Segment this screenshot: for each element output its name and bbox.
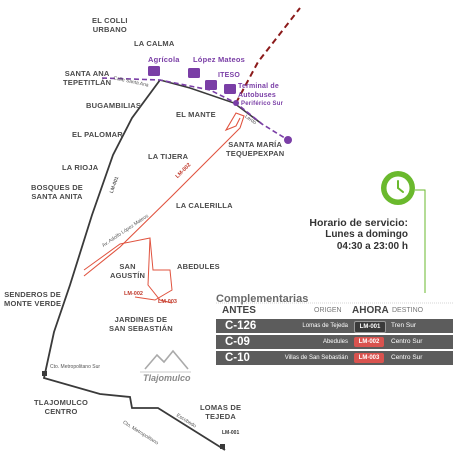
clock-icon bbox=[397, 180, 404, 193]
comp-row-origin: Villas de San Sebastián bbox=[284, 355, 348, 361]
label-la-calma: LA CALMA bbox=[134, 39, 175, 48]
header-ahora: AHORA bbox=[352, 305, 389, 316]
stop-marker-left bbox=[42, 371, 47, 376]
schedule-title: Horario de servicio: bbox=[309, 217, 408, 229]
comp-row-origin: Lomas de Tejeda bbox=[302, 323, 348, 329]
comp-row-code: C-126 bbox=[225, 320, 257, 332]
route-lm002-line bbox=[83, 112, 245, 277]
header-antes: ANTES bbox=[222, 305, 256, 316]
station-terminal-label[interactable]: Terminal de Autobuses bbox=[238, 83, 279, 99]
comp-row-c126[interactable]: C-126 Lomas de Tejeda LM-001 Tren Sur bbox=[216, 319, 453, 333]
station-dot-mante[interactable] bbox=[233, 100, 239, 106]
route-lm002-label: LM-002 bbox=[124, 291, 143, 297]
label-la-calerilla: LA CALERILLA bbox=[176, 201, 233, 210]
station-periferico-label[interactable]: Periférico Sur bbox=[241, 101, 284, 107]
comp-row-code: C-10 bbox=[225, 352, 250, 364]
label-lomas: LOMAS DE TEJEDA bbox=[200, 403, 242, 421]
label-la-tijera: LA TIJERA bbox=[148, 152, 189, 161]
comp-row-destination: Centro Sur bbox=[391, 338, 423, 345]
label-bugambilias: BUGAMBILIAS bbox=[86, 101, 142, 110]
comp-row-badge: LM-002 bbox=[354, 337, 384, 347]
comp-row-badge: LM-001 bbox=[354, 321, 386, 333]
comp-row-destination: Tren Sur bbox=[391, 322, 417, 329]
label-el-palomar: EL PALOMAR bbox=[72, 130, 123, 139]
label-san-agustin: SAN AGUSTÍN bbox=[110, 262, 146, 280]
station-lopez-label[interactable]: López Mateos bbox=[193, 55, 245, 64]
comp-row-badge: LM-003 bbox=[354, 353, 384, 363]
comp-row-origin: Abedules bbox=[322, 339, 348, 345]
route-lm003-branch bbox=[147, 237, 173, 304]
label-abedules: ABEDULES bbox=[177, 262, 220, 271]
comp-row-c10[interactable]: C-10 Villas de San Sebastián LM-003 Cent… bbox=[216, 351, 453, 365]
header-origen: ORIGEN bbox=[314, 307, 342, 314]
schedule-days: Lunes a domingo bbox=[325, 229, 408, 240]
route-lm003-label: LM-003 bbox=[158, 299, 177, 305]
stop-marker-bottom bbox=[220, 444, 225, 449]
comp-row-destination: Centro Sur bbox=[391, 354, 423, 361]
tlajomulco-logo bbox=[140, 349, 191, 373]
schedule-block: Horario de servicio: Lunes a domingo 04:… bbox=[296, 217, 408, 253]
schedule-hours: 04:30 a 23:00 h bbox=[336, 241, 408, 252]
station-agricola-label[interactable]: Agrícola bbox=[148, 55, 180, 64]
station-dot-periferico[interactable] bbox=[284, 136, 292, 144]
complementarias-title: Complementarias bbox=[216, 293, 309, 305]
schedule-connector bbox=[415, 189, 426, 293]
station-iteso-icon[interactable] bbox=[205, 80, 217, 90]
street-cto-metro: Cto. Metropolitano Sur bbox=[50, 364, 101, 370]
label-la-rioja: LA RIOJA bbox=[62, 163, 99, 172]
label-senderos: SENDEROS DE MONTE VERDE bbox=[4, 290, 62, 308]
label-tlajomulco: TLAJOMULCO CENTRO bbox=[34, 398, 89, 416]
station-agricola-icon[interactable] bbox=[148, 66, 160, 76]
station-iteso-label[interactable]: ITESO bbox=[218, 72, 241, 79]
label-el-mante: EL MANTE bbox=[176, 110, 216, 119]
label-jardines: JARDINES DE SAN SEBASTIÁN bbox=[109, 315, 173, 333]
label-el-colli: EL COLLI URBANO bbox=[92, 16, 128, 34]
comp-row-c09[interactable]: C-09 Abedules LM-002 Centro Sur bbox=[216, 335, 453, 349]
line-red-dashed bbox=[235, 7, 301, 104]
route-lm002-branch bbox=[83, 237, 173, 301]
route-lm001-label-bottom: LM-001 bbox=[222, 430, 240, 436]
station-lopez-icon[interactable] bbox=[188, 68, 200, 78]
header-destino: DESTINO bbox=[392, 307, 424, 314]
label-santa-ana: SANTA ANA TEPETITLÁN bbox=[63, 69, 112, 87]
line3-purple-dashed bbox=[101, 77, 289, 141]
route-lm001-line bbox=[42, 79, 226, 451]
label-santa-maria: SANTA MARÍA TEQUEPEXPAN bbox=[226, 140, 285, 158]
label-bosques: BOSQUES DE SANTA ANITA bbox=[31, 183, 84, 201]
comp-row-code: C-09 bbox=[225, 336, 250, 348]
station-terminal-icon[interactable] bbox=[224, 84, 236, 94]
brand-tlajomulco: Tlajomulco bbox=[143, 373, 191, 383]
